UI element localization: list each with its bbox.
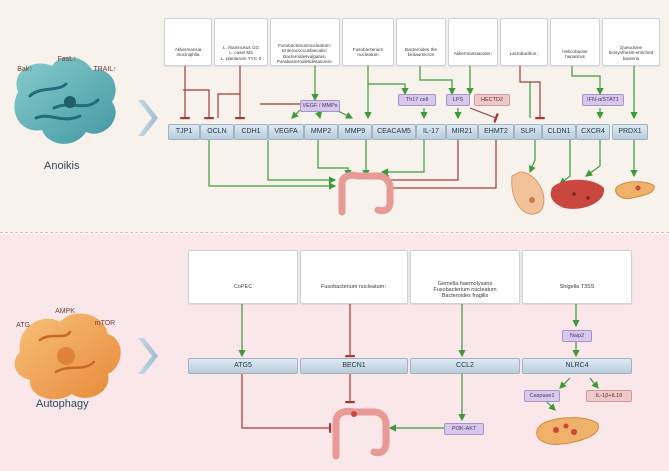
- mediator-ifn-stat1: IFN-α/STAT1: [582, 94, 624, 106]
- mediator-pi3k-akt: PI3K-AKT: [444, 423, 484, 435]
- anoikis-cell-illustration: [14, 56, 116, 144]
- mediator-hectd2: HECTD2: [474, 94, 510, 106]
- mediator-lps: LPS: [446, 94, 470, 106]
- bacteria-box-lactobacillus: Lactobacillus↓: [500, 18, 548, 66]
- gene-becn1: BECN1: [300, 358, 408, 374]
- marker-fasl: FasL↑: [57, 56, 77, 63]
- autophagy-cell-illustration: [14, 313, 121, 400]
- marker-ampk: AMPK: [55, 308, 75, 315]
- gene-mir21: MIR21: [446, 124, 478, 140]
- bacteria-label: Fusobacteriumnucleatum↑ Enterococcusfaec…: [276, 43, 334, 65]
- liver-illustration: [550, 179, 605, 209]
- gene-ehmt2: EHMT2: [478, 124, 514, 140]
- bacteria-label: Fusobacterium nucleatum↑: [320, 284, 388, 290]
- gene-cldn1: CLDN1: [542, 124, 576, 140]
- bacteria-box-fusobacterium-nucleatum: Fusobacterium nucleatum: [342, 18, 394, 66]
- bacteria-box-akkermansiaceae: Akkermansiaceae↓: [448, 18, 498, 66]
- gene-ccl2: CCL2: [410, 358, 520, 374]
- gene-atg5: ATG5: [188, 358, 298, 374]
- mediator-th17-cell: Th17 cell: [398, 94, 436, 106]
- anoikis-chevron: [138, 100, 158, 136]
- anoikis-title: Anoikis: [44, 160, 80, 172]
- gene-nlrc4: NLRC4: [522, 358, 632, 374]
- marker-trail: TRAIL↑: [93, 66, 117, 73]
- autophagy-chevron: [138, 338, 158, 374]
- bacteria-label: L. rhamnosus GG L. casei M3 L. plantarum…: [220, 45, 262, 61]
- bacteria-box-helicobacter: Helicobacter hepaticus: [550, 18, 600, 66]
- gene-slpi: SLPI: [514, 124, 542, 140]
- bacteria-box-lactobacillus-strains: L. rhamnosus GG L. casei M3 L. plantarum…: [214, 18, 268, 66]
- bacteria-label: Akkermansiaceae↓: [453, 51, 493, 56]
- gene-vegfa: VEGFA: [268, 124, 304, 140]
- bacteria-box-copec: CoPEC: [188, 250, 298, 304]
- mediator-il1b-il18: IL-1β+IL18: [586, 390, 632, 402]
- gene-cdh1: CDH1: [234, 124, 268, 140]
- bacteria-label: Gemella haemolysans Fusobacterium nuclea…: [433, 281, 497, 300]
- bacteria-box-shigella: Shigella T3SS: [522, 250, 632, 304]
- pancreas-illustration-top: [615, 181, 655, 199]
- pancreas-illustration-bottom: [536, 417, 599, 445]
- gene-mmp9: MMP9: [338, 124, 372, 140]
- panel-divider: [0, 232, 669, 235]
- bacteria-box-gemella-mix: Gemella haemolysans Fusobacterium nuclea…: [410, 250, 520, 304]
- gene-il17: IL-17: [416, 124, 446, 140]
- bacteria-box-fusobacterium-mix: Fusobacteriumnucleatum↑ Enterococcusfaec…: [270, 18, 340, 66]
- mediator-naip2: Naip2: [562, 330, 592, 342]
- bacteria-label: Helicobacter hepaticus: [562, 49, 588, 60]
- autophagy-title: Autophagy: [36, 398, 89, 410]
- marker-atg: ATG: [16, 322, 30, 329]
- bacteria-box-queuosine: Queuosine biosynthesis-enriched bacteria: [602, 18, 660, 66]
- breast-illustration: [511, 171, 545, 215]
- gene-tjp1: TJP1: [168, 124, 200, 140]
- bacteria-label: Queuosine biosynthesis-enriched bacteria: [608, 45, 654, 61]
- gene-prdx1: PRDX1: [612, 124, 648, 140]
- bacteria-box-bacteroides: Bacteroides the biotaomicron: [396, 18, 446, 66]
- gene-mmp2: MMP2: [304, 124, 338, 140]
- gene-ceacam5: CEACAM5: [372, 124, 416, 140]
- marker-bak: Bak↑: [17, 66, 33, 73]
- bacteria-label: Shigella T3SS: [559, 284, 595, 290]
- bacteria-label: Fusobacterium nucleatum: [352, 47, 384, 58]
- gene-ocln: OCLN: [200, 124, 234, 140]
- bacteria-label: Bacteroides the biotaomicron: [405, 47, 437, 58]
- bacteria-box-fusobacterium: Fusobacterium nucleatum↑: [300, 250, 408, 304]
- bacteria-label: CoPEC: [233, 284, 253, 290]
- mediator-vegf-mmps: VEGF / MMPs: [300, 100, 340, 112]
- mediator-caspase1: Caspase1: [524, 390, 560, 402]
- colon-illustration-bottom: [332, 407, 390, 460]
- bacteria-label: Lactobacillus↓: [509, 51, 539, 56]
- gene-cxcr4: CXCR4: [576, 124, 610, 140]
- colon-illustration-top: [338, 171, 394, 216]
- marker-mtor: mTOR: [94, 320, 116, 327]
- bacteria-box-akkermansia: Akkermansia muciniphila: [164, 18, 212, 66]
- bacteria-label: Akkermansia muciniphila: [174, 47, 202, 58]
